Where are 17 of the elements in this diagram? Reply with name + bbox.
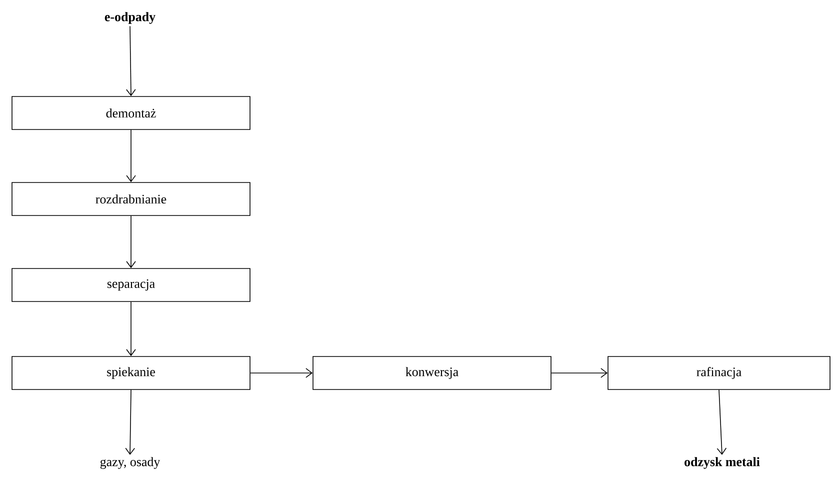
arrow xyxy=(126,26,136,96)
arrow xyxy=(716,390,727,455)
process-box: separacja xyxy=(12,268,250,302)
arrow xyxy=(126,215,136,268)
process-box: spiekanie xyxy=(12,356,250,390)
arrow xyxy=(551,368,608,378)
step-label: gazy, osady xyxy=(100,457,160,469)
arrow xyxy=(126,302,136,356)
process-box: konwersja xyxy=(312,356,552,390)
step-label: e-odpady xyxy=(104,12,156,24)
step-label: odzysk metali xyxy=(684,457,760,469)
arrow xyxy=(250,368,313,378)
process-box: rozdrabnianie xyxy=(12,182,250,216)
arrow xyxy=(126,130,136,182)
process-box: rafinacja xyxy=(608,356,830,390)
arrow xyxy=(125,390,136,455)
process-box: demontaż xyxy=(12,96,250,130)
